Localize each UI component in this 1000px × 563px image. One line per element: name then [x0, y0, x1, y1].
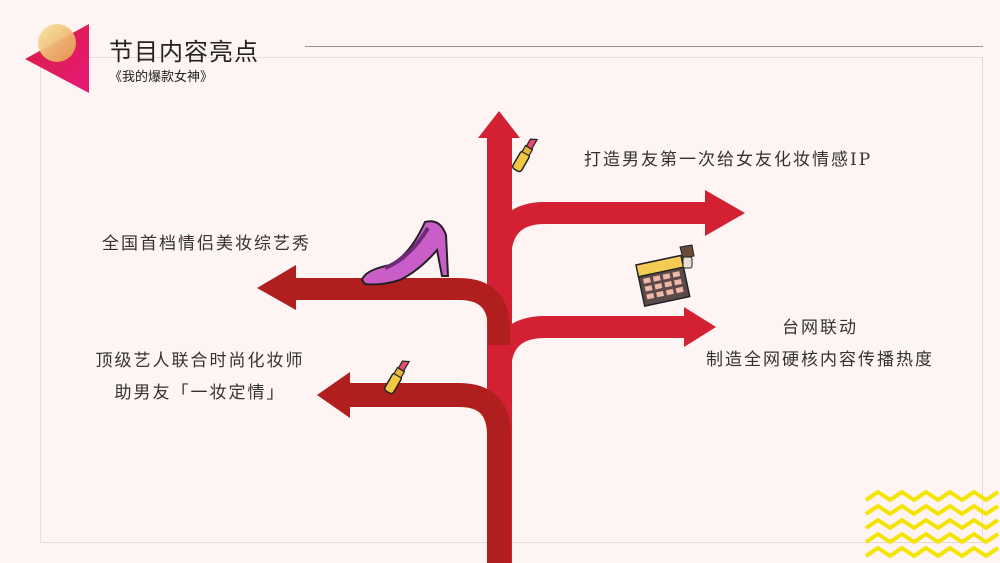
branch-arrow-right-1 [489, 190, 745, 261]
page-subtitle: 《我的爆款女神》 [109, 70, 214, 85]
high-heel-icon [360, 220, 450, 286]
highlight-text-4: 顶级艺人联合时尚化妆师 助男友「一妆定情」 [80, 345, 320, 409]
highlight-3-line-2: 制造全网硬核内容传播热度 [706, 350, 934, 370]
highlight-4-line-2: 助男友「一妆定情」 [114, 383, 286, 403]
zigzag-decoration [864, 489, 1000, 559]
makeup-brush-icon [679, 244, 695, 269]
page-title: 节目内容亮点 [109, 38, 259, 66]
highlight-text-1: 打造男友第一次给女友化妆情感IP [584, 150, 873, 170]
makeup-palette-icon [635, 254, 691, 307]
branch-arrow-left-2 [317, 372, 511, 563]
highlight-text-2: 全国首档情侣美妆综艺秀 [102, 234, 311, 254]
branch-arrow-right-2 [489, 307, 716, 400]
highlight-4-line-1: 顶级艺人联合时尚化妆师 [95, 351, 305, 371]
lipstick-icon [512, 138, 539, 173]
highlight-3-line-1: 台网联动 [782, 318, 858, 338]
highlight-text-3: 台网联动 制造全网硬核内容传播热度 [700, 312, 940, 376]
lipstick-icon [384, 360, 411, 395]
header-divider [305, 46, 983, 47]
logo-triangle-icon [25, 24, 89, 93]
branch-arrow-left-1 [257, 265, 510, 345]
